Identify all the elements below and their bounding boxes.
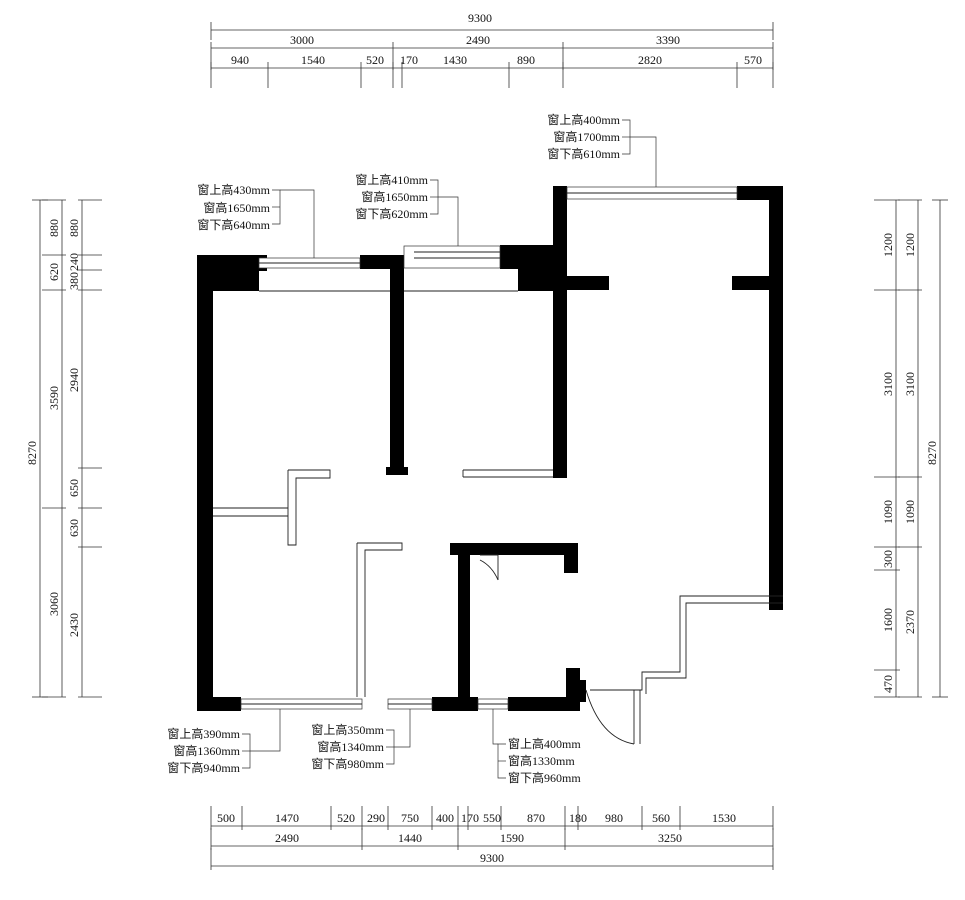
top-sub-label-7: 2820 [638,53,662,67]
bottom-sub-label-13: 1530 [712,811,736,825]
note-bl-1: 窗上高390mm [167,726,240,741]
top-total-label: 9300 [468,11,492,25]
top-sub-label-1: 940 [231,53,249,67]
bottom-sub-label-3: 520 [337,811,355,825]
top-mid-label-2: 2490 [466,33,490,47]
note-tr-2: 窗高1700mm [553,129,620,144]
bottom-sub-label-2: 1470 [275,811,299,825]
window-note-bottom-right: 窗上高400mm 窗高1330mm 窗下高960mm [492,709,581,785]
bottom-sub-label-1: 500 [217,811,235,825]
top-sub-label-8: 570 [744,53,762,67]
top-sub-label-6: 890 [517,53,535,67]
bottom-sub-label-11: 980 [605,811,623,825]
bottom-sub-label-8: 550 [483,811,501,825]
right-inner-label-2: 3100 [881,372,895,396]
note-tr-3: 窗下高610mm [547,146,620,161]
right-outer-label-4: 2370 [903,610,917,634]
left-inner-label-3: 380 [67,272,81,290]
note-br-2: 窗高1330mm [508,753,575,768]
note-tl-3: 窗下高640mm [197,217,270,232]
right-dimensions: 1200 3100 1090 300 1600 470 1200 3100 10… [874,199,948,698]
top-mid-label-3: 3390 [656,33,680,47]
left-inner-label-5: 650 [67,479,81,497]
bottom-mid-label-1: 2490 [275,831,299,845]
note-tm-3: 窗下高620mm [355,206,428,221]
left-inner-label-1: 880 [67,219,81,237]
bottom-sub-label-4: 290 [367,811,385,825]
right-total-label: 8270 [925,441,939,465]
note-br-1: 窗上高400mm [508,736,581,751]
top-mid-label-1: 3000 [290,33,314,47]
top-dimensions: 9300 3000 2490 3390 940 1540 520 170 143… [210,11,774,88]
bottom-sub-label-5: 750 [401,811,419,825]
top-sub-label-2: 1540 [301,53,325,67]
window-note-bottom-left: 窗上高390mm 窗高1360mm 窗下高940mm [167,709,281,775]
left-inner-label-2: 240 [67,253,81,271]
window-note-top-middle: 窗上高410mm 窗高1650mm 窗下高620mm [355,172,459,246]
bottom-sub-label-12: 560 [652,811,670,825]
left-outer-label-4: 3060 [47,592,61,616]
right-outer-label-1: 1200 [903,233,917,257]
right-inner-label-4: 300 [881,550,895,568]
note-tr-1: 窗上高400mm [547,112,620,127]
left-inner-label-7: 2430 [67,613,81,637]
top-sub-label-4: 170 [400,53,418,67]
note-tl-1: 窗上高430mm [197,182,270,197]
note-tm-2: 窗高1650mm [361,189,428,204]
right-inner-label-3: 1090 [881,500,895,524]
left-outer-label-1: 880 [47,219,61,237]
right-inner-label-5: 1600 [881,608,895,632]
bottom-mid-label-2: 1440 [398,831,422,845]
left-total-label: 8270 [25,441,39,465]
top-sub-label-3: 520 [366,53,384,67]
note-bm-2: 窗高1340mm [317,739,384,754]
note-bm-3: 窗下高980mm [311,756,384,771]
right-inner-label-1: 1200 [881,233,895,257]
left-outer-label-3: 3590 [47,386,61,410]
note-tl-2: 窗高1650mm [203,200,270,215]
top-sub-label-5: 1430 [443,53,467,67]
note-tm-1: 窗上高410mm [355,172,428,187]
right-outer-label-3: 1090 [903,500,917,524]
bottom-sub-label-10: 180 [569,811,587,825]
note-bl-3: 窗下高940mm [167,760,240,775]
note-bl-2: 窗高1360mm [173,743,240,758]
note-bm-1: 窗上高350mm [311,722,384,737]
left-inner-label-4: 2940 [67,368,81,392]
bottom-mid-label-4: 3250 [658,831,682,845]
left-inner-label-6: 630 [67,519,81,537]
bottom-sub-label-9: 870 [527,811,545,825]
right-inner-label-6: 470 [881,675,895,693]
right-outer-label-2: 3100 [903,372,917,396]
bottom-dimensions: 500 1470 520 290 750 400 170 550 870 180… [210,806,774,870]
bottom-mid-label-3: 1590 [500,831,524,845]
thin-partitions [213,186,783,745]
note-br-3: 窗下高960mm [508,770,581,785]
bottom-sub-label-6: 400 [436,811,454,825]
left-dimensions: 8270 880 620 3590 3060 880 240 380 2940 … [25,199,102,698]
window-note-top-right: 窗上高400mm 窗高1700mm 窗下高610mm [547,112,657,187]
walls [197,186,783,711]
bottom-total-label: 9300 [480,851,504,865]
left-outer-label-2: 620 [47,263,61,281]
window-note-bottom-middle: 窗上高350mm 窗高1340mm 窗下高980mm [311,709,411,771]
bottom-sub-label-7: 170 [461,811,479,825]
window-note-top-left: 窗上高430mm 窗高1650mm 窗下高640mm [197,182,315,258]
